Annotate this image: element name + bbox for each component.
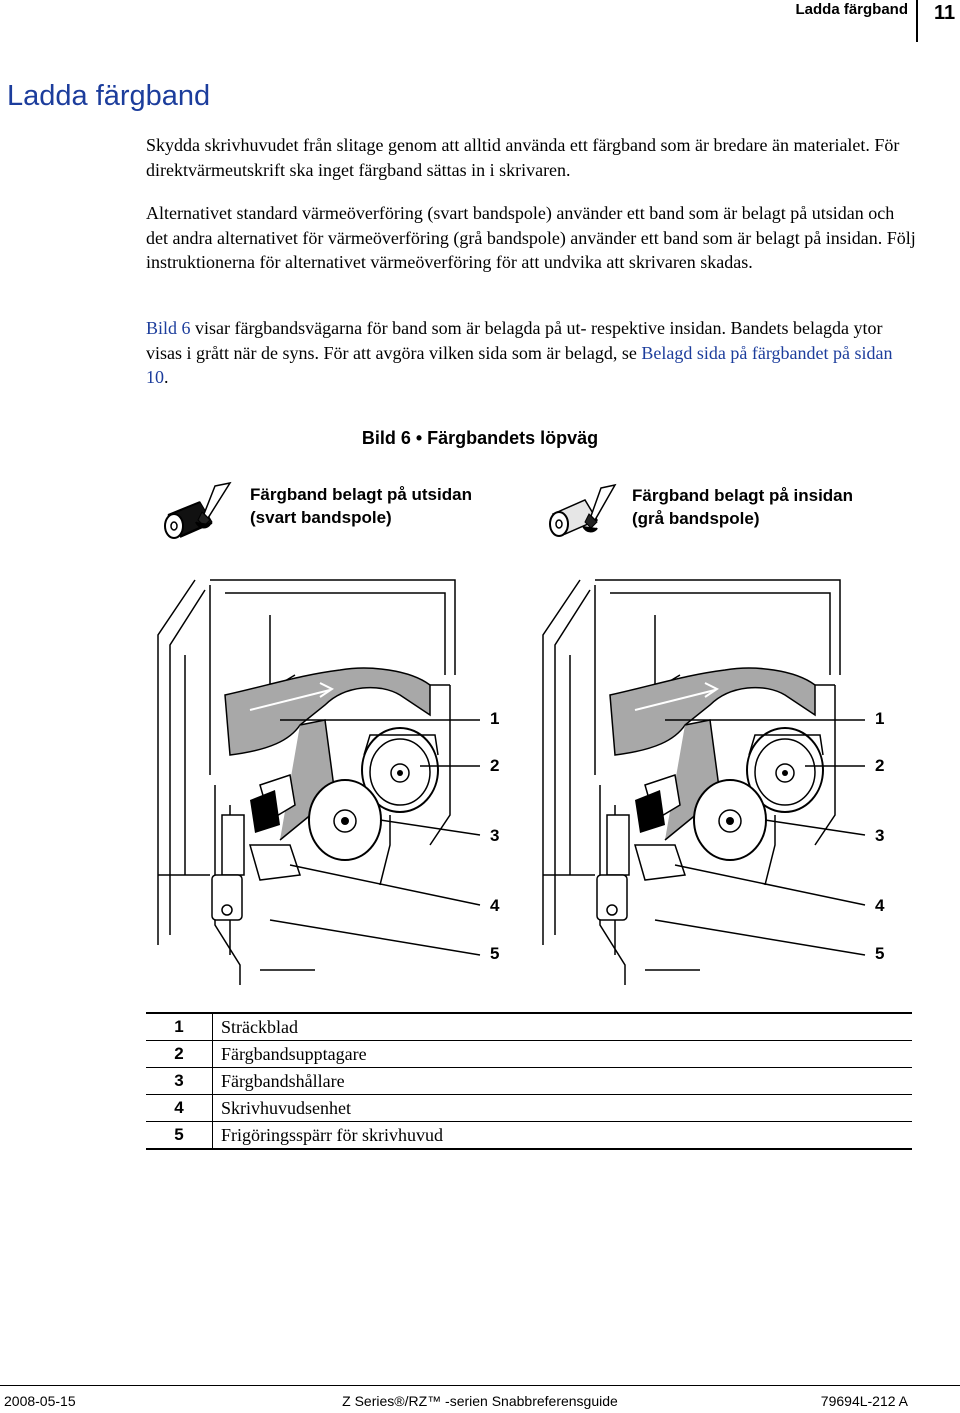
page-number: 11 bbox=[934, 2, 956, 24]
right-callout-5: 5 bbox=[875, 944, 885, 963]
footer-divider bbox=[0, 1385, 960, 1386]
legend-number: 5 bbox=[146, 1121, 213, 1150]
section-title: Ladda färgband bbox=[7, 80, 211, 112]
running-header-title: Ladda färgband bbox=[795, 1, 908, 18]
left-callout-3: 3 bbox=[490, 826, 500, 845]
paragraph-intro: Skydda skrivhuvudet från slitage genom a… bbox=[146, 135, 900, 180]
legend-row: 4 Skrivhuvudsenhet bbox=[146, 1094, 912, 1122]
footer-document-title: Z Series®/RZ™ -serien Snabbreferensguide bbox=[342, 1393, 618, 1409]
legend-text: Färgbandshållare bbox=[212, 1067, 912, 1095]
legend-row: 5 Frigöringsspärr för skrivhuvud bbox=[146, 1121, 912, 1150]
legend-number: 2 bbox=[146, 1040, 213, 1068]
right-callout-1: 1 bbox=[875, 709, 885, 728]
right-callout-3: 3 bbox=[875, 826, 885, 845]
right-callout-4: 4 bbox=[875, 896, 885, 915]
paragraph-thermal-transfer: Alternativet standard värmeöverföring (s… bbox=[146, 203, 916, 272]
legend-text: Frigöringsspärr för skrivhuvud bbox=[212, 1121, 912, 1150]
right-ribbon-label: Färgband belagt på insidan (grå bandspol… bbox=[632, 484, 853, 530]
left-label-line2: (svart bandspole) bbox=[250, 508, 392, 527]
legend-row: 3 Färgbandshållare bbox=[146, 1067, 912, 1095]
figure-link[interactable]: Bild 6 bbox=[146, 318, 191, 338]
ribbon-path-inside-diagram bbox=[542, 579, 841, 985]
left-label-line1: Färgband belagt på utsidan bbox=[250, 485, 472, 504]
legend-row: 1 Sträckblad bbox=[146, 1012, 912, 1041]
ribbon-path-outside-diagram bbox=[157, 579, 456, 985]
left-callout-1: 1 bbox=[490, 709, 500, 728]
legend-number: 4 bbox=[146, 1094, 213, 1122]
left-callout-5: 5 bbox=[490, 944, 500, 963]
figure-caption: Bild 6 • Färgbandets löpväg bbox=[361, 428, 599, 448]
legend-number: 3 bbox=[146, 1067, 213, 1095]
right-callout-lines bbox=[654, 719, 866, 956]
left-callout-2: 2 bbox=[490, 756, 500, 775]
paragraph-text: visar färgbandsvägarna för band som är b… bbox=[146, 318, 883, 363]
figure-legend-table: 1 Sträckblad 2 Färgbandsupptagare 3 Färg… bbox=[146, 1012, 912, 1150]
legend-text: Sträckblad bbox=[212, 1012, 912, 1041]
black-ribbon-roll-icon bbox=[164, 481, 232, 539]
right-callout-2: 2 bbox=[875, 756, 885, 775]
footer-date: 2008-05-15 bbox=[4, 1393, 76, 1409]
coated-side-link[interactable]: Belagd sida på färgbandet på sidan 10 bbox=[146, 342, 893, 388]
footer-doc-number: 79694L-212 A bbox=[820, 1393, 908, 1409]
legend-row: 2 Färgbandsupptagare bbox=[146, 1040, 912, 1068]
right-label-line1: Färgband belagt på insidan bbox=[632, 486, 854, 505]
right-label-line2: (grå bandspole) bbox=[632, 509, 760, 528]
legend-text: Skrivhuvudsenhet bbox=[212, 1094, 912, 1122]
legend-text: Färgbandsupptagare bbox=[212, 1040, 912, 1068]
paragraph-text-end: . bbox=[164, 367, 169, 387]
grey-ribbon-roll-icon bbox=[549, 483, 617, 537]
header-divider bbox=[916, 0, 918, 42]
left-callout-lines bbox=[269, 719, 481, 956]
legend-number: 1 bbox=[146, 1012, 213, 1041]
paragraph-figure-reference: Bild 6 visar färgbandsvägarna för band s… bbox=[146, 316, 916, 390]
left-ribbon-label: Färgband belagt på utsidan (svart bandsp… bbox=[250, 483, 472, 529]
left-callout-4: 4 bbox=[490, 896, 500, 915]
